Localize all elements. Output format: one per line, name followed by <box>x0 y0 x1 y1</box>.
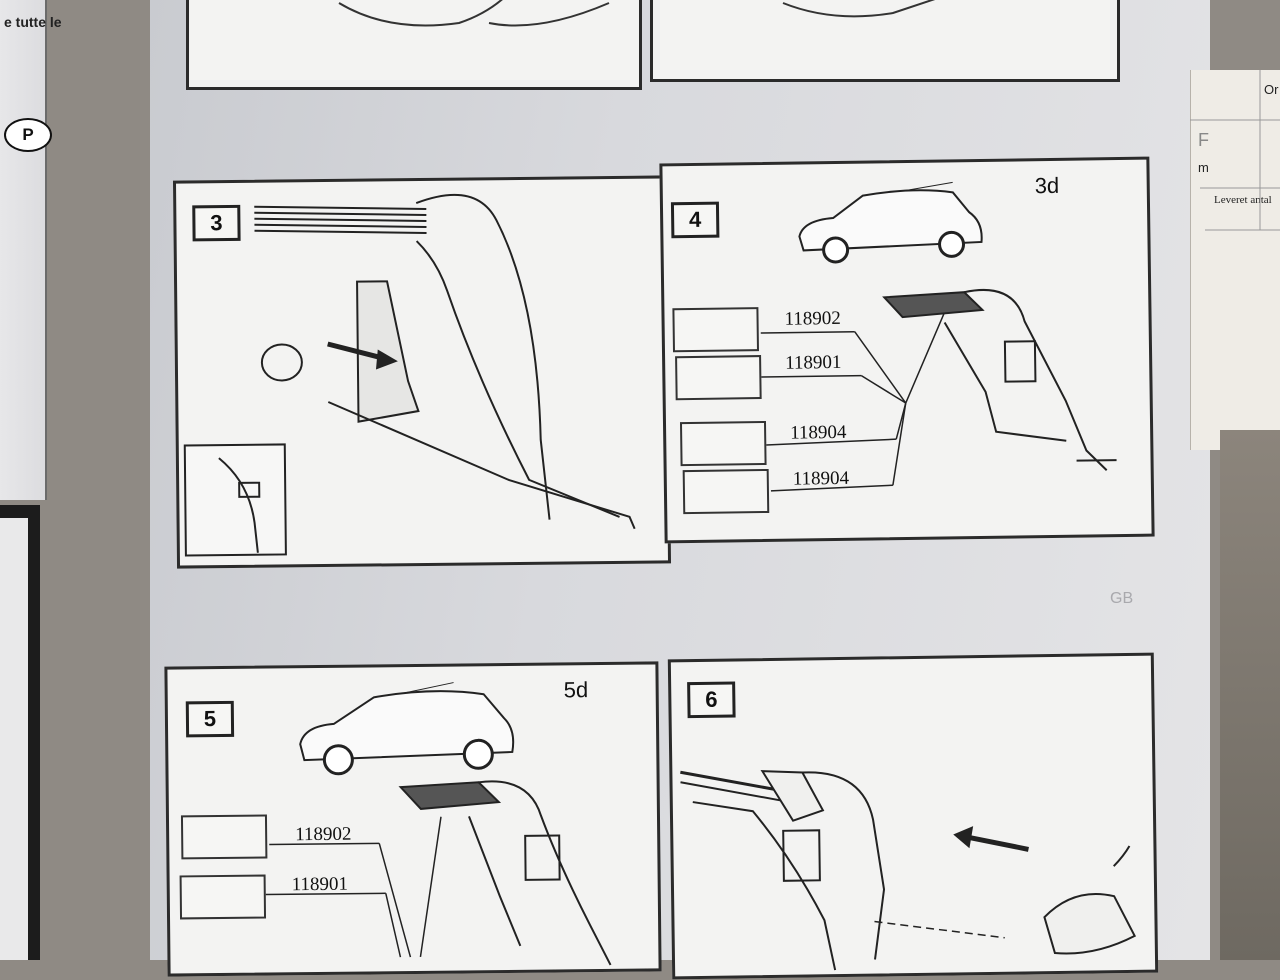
card-leveret-label: Leveret antal <box>1214 194 1272 206</box>
left-page-text: e tutte le <box>4 14 62 30</box>
left-page-fragment <box>0 0 47 500</box>
language-p-badge: P <box>4 118 52 152</box>
panel-5-foot-illustration <box>265 780 612 966</box>
panel-top-right-partial <box>650 0 1120 82</box>
panel-top-left-partial <box>186 0 642 90</box>
panel-3: 3 <box>172 175 672 569</box>
card-label-mm: m <box>1198 160 1209 175</box>
top-left-illustration <box>338 0 610 27</box>
ghost-lang-gb: GB <box>1110 590 1134 607</box>
card-header: Or <box>1264 82 1279 97</box>
panel-3-illustration <box>183 193 636 557</box>
panel-6-illustration <box>680 770 1137 971</box>
card-label-f: F <box>1198 130 1209 150</box>
panel-5: 5 5d 118902 118901 <box>164 661 662 977</box>
panel-4: 4 3d 118902 118901 118904 118904 <box>659 156 1155 544</box>
card-grid-lines <box>1190 70 1280 231</box>
panel-6: 6 <box>667 652 1159 980</box>
panel-4-foot-illustration <box>760 288 1117 492</box>
panel-4-car-3d <box>798 181 983 264</box>
panel-5-car-5d <box>299 682 515 776</box>
delivery-card <box>1190 70 1280 450</box>
left-lower-page <box>0 518 28 960</box>
top-right-illustration <box>782 0 936 18</box>
cardboard-box <box>1220 430 1280 960</box>
